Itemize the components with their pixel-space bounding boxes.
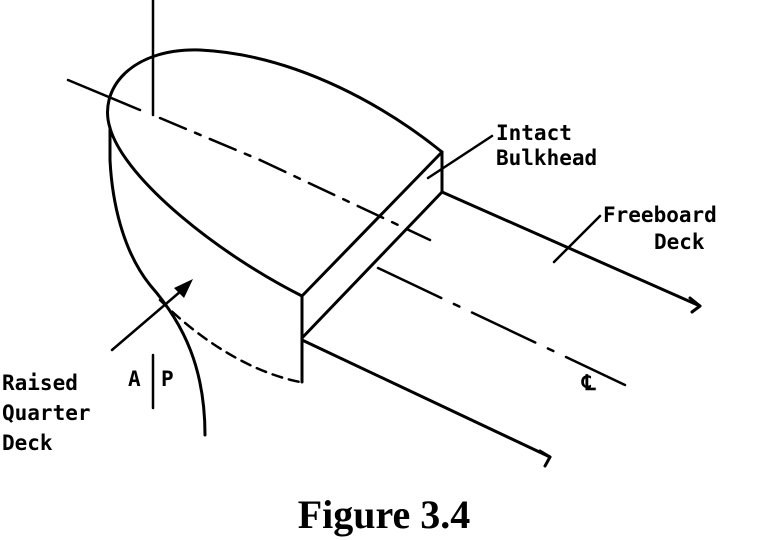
centerline-symbol: ℄	[581, 371, 596, 395]
raised-label-line1: Raised	[2, 371, 78, 395]
freeboard-deck-lines	[300, 190, 702, 468]
raised-label-line3: Deck	[2, 431, 53, 455]
ap-label-a: A	[128, 367, 141, 391]
centerline	[66, 78, 627, 387]
raised-deck-arrow	[110, 279, 193, 352]
freeboard-leader	[552, 214, 602, 264]
hull-bottom-dashed	[158, 298, 302, 384]
intact-bulkhead-leader	[426, 134, 494, 180]
hull-side	[108, 126, 207, 437]
freeboard-label-line1: Freeboard	[603, 203, 717, 227]
raised-deck-outline	[106, 48, 444, 298]
intact-label-line2: Bulkhead	[496, 146, 597, 170]
figure-caption: Figure 3.4	[298, 492, 471, 537]
ap-label-p: P	[161, 367, 174, 391]
raised-label-line2: Quarter	[2, 401, 91, 425]
freeboard-label-line2: Deck	[654, 230, 705, 254]
intact-bulkhead	[300, 150, 444, 384]
intact-label-line1: Intact	[496, 121, 572, 145]
